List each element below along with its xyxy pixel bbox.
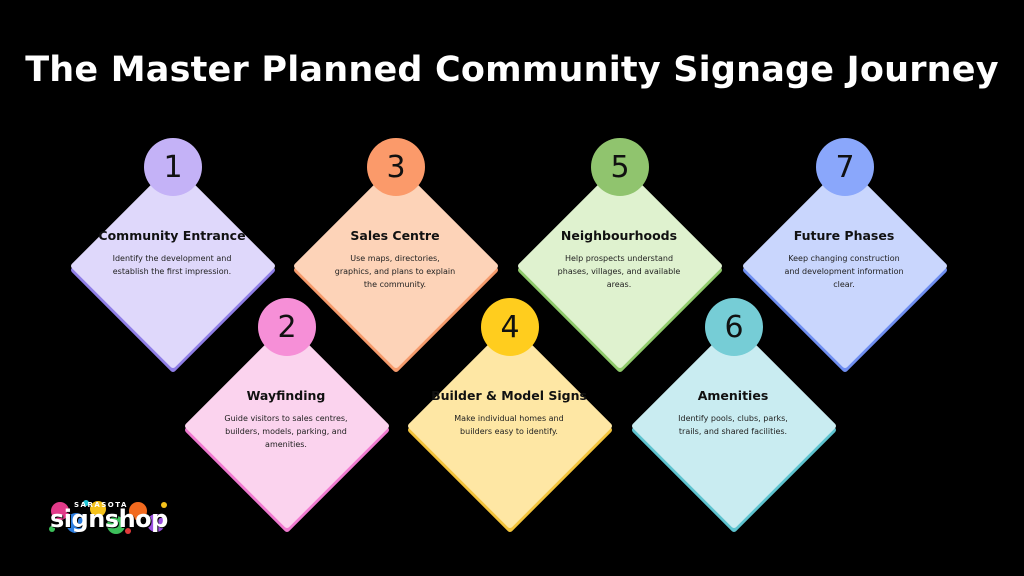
step-number-badge: 3 bbox=[367, 138, 425, 196]
step-title: Community Entrance bbox=[98, 228, 246, 243]
step-number-badge: 7 bbox=[816, 138, 874, 196]
logo-wordmark: signshop bbox=[50, 505, 168, 533]
step-number-badge: 4 bbox=[481, 298, 539, 356]
step-description: Make individual homes and builders easy … bbox=[454, 414, 564, 436]
logo-top-text: SARASOTA bbox=[74, 501, 128, 509]
step-number-badge: 1 bbox=[144, 138, 202, 196]
step-description: Guide visitors to sales centres, builder… bbox=[224, 414, 348, 449]
page-title: The Master Planned Community Signage Jou… bbox=[25, 50, 999, 90]
step-description: Identify pools, clubs, parks, trails, an… bbox=[678, 414, 788, 436]
step-title: Amenities bbox=[697, 388, 769, 403]
step-number-badge: 2 bbox=[258, 298, 316, 356]
step-description: Use maps, directories, graphics, and pla… bbox=[334, 254, 456, 289]
step-description: Identify the development and establish t… bbox=[112, 254, 232, 276]
step-title: Wayfinding bbox=[246, 388, 326, 403]
sarasota-signshop-logo: SARASOTA signshop bbox=[46, 497, 170, 537]
step-description: Help prospects understand phases, villag… bbox=[557, 254, 681, 289]
step-title: Sales Centre bbox=[350, 228, 440, 243]
step-title: Builder & Model Signs bbox=[431, 388, 587, 403]
step-number-badge: 5 bbox=[591, 138, 649, 196]
step-description: Keep changing construction and developme… bbox=[784, 254, 904, 289]
step-title: Neighbourhoods bbox=[560, 228, 678, 243]
paint-splash-icon bbox=[49, 500, 167, 534]
step-number-badge: 6 bbox=[705, 298, 763, 356]
step-title: Future Phases bbox=[793, 228, 895, 243]
